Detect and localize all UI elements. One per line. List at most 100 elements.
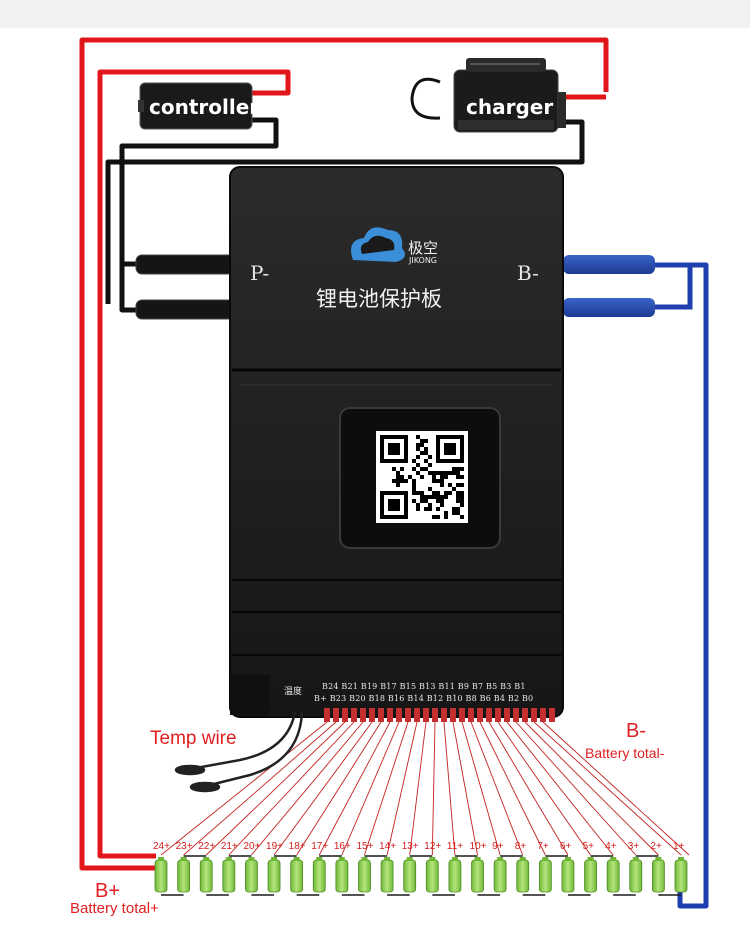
b-minus-annotation: B- [626,720,646,742]
cell-label: 20+ [243,841,261,852]
balance-wire [341,721,400,856]
b-minus-cables [563,255,709,909]
battery-cell [199,857,213,893]
balance-wire [515,721,637,856]
cell-label: 1+ [673,841,685,852]
balance-pin [378,708,384,722]
balance-wire [431,721,436,856]
balance-pin [405,708,411,722]
p-minus-cables [135,254,235,320]
p-minus-label: P- [250,261,270,285]
balance-pin [324,708,330,722]
balance-pin [387,708,393,722]
balance-wire [386,721,418,856]
b-plus-annotation: B+ [95,880,121,902]
balance-pin [333,708,339,722]
temp-pin-label: 温度 [284,687,303,697]
balance-pin [486,708,492,722]
charger-unit [410,58,566,133]
charger-negative-wire [105,119,585,304]
controller-box [138,82,253,130]
balance-pin [468,708,474,722]
balance-wire [228,721,355,856]
pin-row-top: B24 B21 B19 B17 B15 B13 B11 B9 B7 B5 B3 … [322,682,526,691]
qr-code [376,431,468,523]
balance-pin [396,708,402,722]
battery-cell [154,857,168,893]
cell-label: 23+ [175,841,193,852]
charger-label: charger [466,95,554,119]
cell-series-links [161,855,681,896]
cell-label: 18+ [288,841,306,852]
cell-label: 9+ [492,841,504,852]
battery-cell [245,857,258,893]
battery-cell [493,857,507,893]
battery-cell [516,857,530,893]
balance-pin [441,708,447,722]
balance-wire [488,721,569,856]
balance-pin [360,708,366,722]
balance-pin [504,708,510,722]
battery-cell [629,857,643,893]
balance-pin [549,708,555,722]
battery-cell [335,857,349,893]
balance-wire [318,721,391,856]
balance-wire [273,721,373,856]
temp-wire [174,711,304,793]
cell-label: 13+ [401,841,419,852]
cloud-logo-icon [351,227,405,262]
cell-label: 19+ [266,841,283,852]
balance-pin [342,708,348,722]
balance-connector [324,708,555,722]
balance-wire [183,721,337,856]
battery-cell [267,857,281,893]
balance-wire [524,721,659,856]
balance-wire [205,721,346,856]
battery-cell [606,857,620,893]
battery-cell [312,857,326,893]
brand-en: JIKONG [409,256,438,265]
battery-total-plus-label: Battery total+ [70,900,159,917]
temp-wire-label: Temp wire [150,728,237,749]
brand-cn: 极空 [408,239,439,257]
balance-wire [497,721,591,856]
top-band [0,0,750,28]
cell-label: 11+ [446,841,464,852]
balance-pin [432,708,438,722]
balance-pin [351,708,357,722]
battery-cell [674,857,688,893]
balance-wire [533,721,682,856]
cell-label: 24+ [153,841,170,852]
balance-wire [443,721,456,856]
balance-pin [477,708,483,722]
balance-pin [513,708,519,722]
balance-pin [459,708,465,722]
balance-wire [160,721,328,856]
battery-cell [425,857,439,893]
balance-wire [542,721,690,856]
battery-pack [154,855,688,896]
battery-cell [448,857,462,893]
cell-label: 16+ [333,841,351,852]
battery-cell [290,857,304,893]
cell-label: 15+ [356,841,374,852]
balance-pin [450,708,456,722]
balance-wire [479,721,546,856]
battery-cell [358,857,371,893]
cell-label: 6+ [559,841,572,852]
balance-pin [531,708,537,722]
cell-label: 21+ [220,841,238,852]
balance-pin [414,708,420,722]
balance-wire [364,721,409,856]
pin-row-bottom: B+ B23 B20 B18 B16 B14 B12 B10 B8 B6 B4 … [314,694,534,703]
balance-wire [251,721,364,856]
controller-label: controller [149,95,260,119]
battery-cell [561,857,575,893]
cell-label: 8+ [514,841,527,852]
charger-positive-wire [79,37,609,871]
balance-wire [470,721,524,856]
balance-wire [409,721,427,856]
balance-wire [461,721,501,856]
cell-label: 5+ [582,841,594,852]
